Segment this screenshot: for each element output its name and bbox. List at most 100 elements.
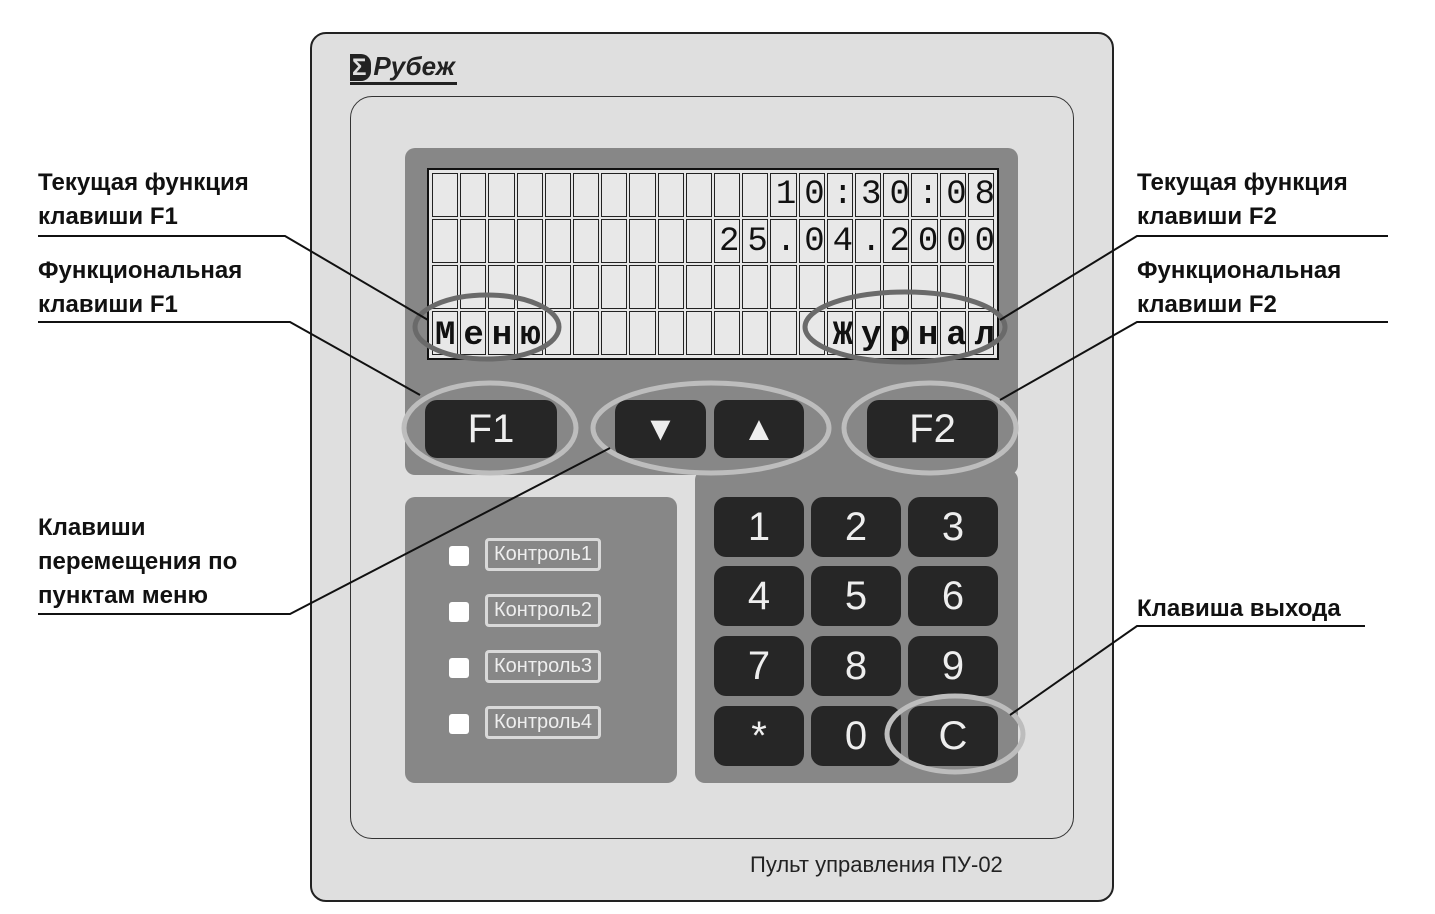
f2-key-highlight [841, 380, 1019, 476]
lcd-cell [657, 311, 684, 355]
control-button-4[interactable]: Контроль4 [485, 706, 601, 739]
keypad-key-7[interactable]: 7 [714, 636, 804, 696]
bezel-gap [680, 475, 696, 500]
lcd-cell [488, 173, 515, 217]
keypad-key-4[interactable]: 4 [714, 566, 804, 626]
lcd-cell [939, 311, 966, 355]
lcd-cell [911, 173, 938, 217]
lcd-cell [573, 311, 600, 355]
control-led [449, 602, 469, 622]
f2-current-highlight [802, 289, 1008, 365]
callout-line: клавиши F1 [38, 291, 178, 318]
control-button-2[interactable]: Контроль2 [485, 594, 601, 627]
lcd-cell [714, 311, 741, 355]
control-button-1[interactable]: Контроль1 [485, 538, 601, 571]
callout-f1-key: Функциональная клавиши F1 [38, 254, 242, 322]
lcd-cell [488, 311, 515, 355]
lcd-cell [742, 265, 769, 309]
lcd-cell [460, 173, 487, 217]
lcd-cell [911, 311, 938, 355]
lcd-cell [629, 173, 656, 217]
control-button-3[interactable]: Контроль3 [485, 650, 601, 683]
keypad-key-1[interactable]: 1 [714, 497, 804, 557]
control-led [449, 714, 469, 734]
callout-line: перемещения по [38, 548, 238, 575]
lcd-cell [883, 311, 910, 355]
callout-line: Функциональная [38, 257, 243, 284]
leader-f1-current [38, 235, 429, 321]
lcd-cell [855, 265, 882, 309]
lcd-cell [798, 219, 825, 263]
lcd-cell [939, 265, 966, 309]
lcd-cell [714, 173, 741, 217]
lcd-cell [798, 173, 825, 217]
lcd-cell [460, 265, 487, 309]
callout-line: пунктам меню [38, 582, 208, 609]
lcd-cell [939, 219, 966, 263]
callout-line: клавиши F2 [1137, 291, 1277, 318]
callout-line: клавиши F2 [1137, 203, 1277, 230]
leader-nav-keys [38, 447, 611, 615]
lcd-cell [855, 219, 882, 263]
lcd-cell [770, 265, 797, 309]
lcd-cell [911, 265, 938, 309]
lcd-cell [629, 219, 656, 263]
lcd-cell [911, 219, 938, 263]
leader-f2-current [999, 235, 1388, 321]
lcd-cell [742, 219, 769, 263]
lcd-cell [488, 265, 515, 309]
lcd-cell [798, 265, 825, 309]
brand-name: Рубеж [373, 51, 455, 81]
lcd-cell [826, 219, 853, 263]
control-led [449, 546, 469, 566]
keypad-key-C[interactable]: C [908, 706, 998, 766]
lcd-cell [629, 311, 656, 355]
lcd-cell [883, 219, 910, 263]
leader-exit-key [1009, 625, 1365, 716]
exit-key-highlight [884, 693, 1026, 775]
lcd-row-function-keys: Меню Журнал [435, 317, 1004, 355]
lcd-cell [855, 311, 882, 355]
lcd-cell [573, 219, 600, 263]
f1-button[interactable]: F1 [425, 400, 557, 458]
callout-line: Текущая функция [1137, 169, 1348, 196]
lcd-cell [516, 173, 543, 217]
keypad-key-2[interactable]: 2 [811, 497, 901, 557]
lcd-cell [770, 173, 797, 217]
nav-keys-highlight [590, 380, 832, 476]
callout-line: клавиши F1 [38, 203, 178, 230]
lcd-cell [939, 173, 966, 217]
leader-f1-key [38, 321, 421, 396]
lcd-cell [826, 173, 853, 217]
lcd-cell [685, 311, 712, 355]
keypad-key-3[interactable]: 3 [908, 497, 998, 557]
keypad-key-star[interactable]: * [714, 706, 804, 766]
lcd-cell [685, 219, 712, 263]
keypad-key-6[interactable]: 6 [908, 566, 998, 626]
lcd-cell [770, 311, 797, 355]
sigma-logo-icon: Σ [350, 54, 372, 81]
lcd-cell [544, 173, 571, 217]
lcd-cell [573, 265, 600, 309]
callout-f2-current: Текущая функция клавиши F2 [1137, 166, 1348, 234]
lcd-cell [601, 219, 628, 263]
f2-button[interactable]: F2 [867, 400, 998, 458]
lcd-cell [460, 311, 487, 355]
keypad-key-9[interactable]: 9 [908, 636, 998, 696]
control-led [449, 658, 469, 678]
lcd-cell [544, 265, 571, 309]
lcd-row-time: 10:30:08 [435, 176, 1004, 214]
lcd-cell [714, 219, 741, 263]
lcd-cell [742, 173, 769, 217]
keypad-key-8[interactable]: 8 [811, 636, 901, 696]
keypad-key-5[interactable]: 5 [811, 566, 901, 626]
lcd-cell [544, 219, 571, 263]
up-arrow-button[interactable]: ▲ [714, 400, 804, 458]
keypad-key-0[interactable]: 0 [811, 706, 901, 766]
callout-line: Клавиша выхода [1137, 595, 1341, 622]
down-arrow-button[interactable]: ▼ [615, 400, 706, 458]
lcd-cell [967, 219, 994, 263]
lcd-cell [657, 173, 684, 217]
